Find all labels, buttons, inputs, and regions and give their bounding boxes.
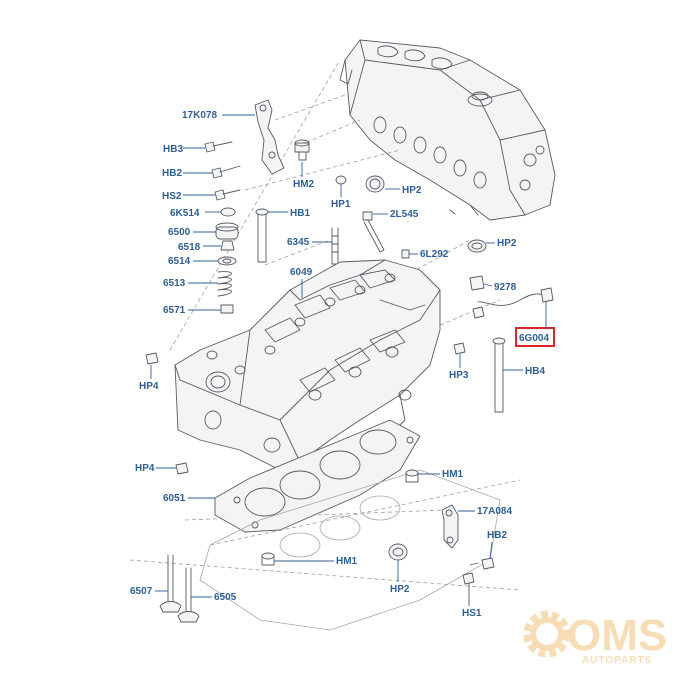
label-6k514[interactable]: 6K514 [170,208,221,219]
label-hm2[interactable]: HM2 [293,162,315,190]
svg-text:HM1: HM1 [336,556,358,567]
stud-hm2-drawing [294,139,310,161]
svg-text:6K514: 6K514 [170,208,200,219]
oms-autoparts-logo: OMS AUTOPARTS [523,610,667,666]
label-hs2[interactable]: HS2 [162,191,215,202]
svg-text:6500: 6500 [168,227,191,238]
cylinder-head-drawing [174,259,441,471]
label-hp4-top[interactable]: HP4 [139,365,159,392]
svg-text:6505: 6505 [214,592,237,603]
svg-text:6345: 6345 [287,237,310,248]
guide-lines [129,59,521,591]
svg-text:HS1: HS1 [462,608,482,619]
svg-text:HP4: HP4 [139,381,159,392]
svg-text:9278: 9278 [494,282,517,293]
engine-block-drawing [339,39,556,221]
svg-text:6049: 6049 [290,267,313,278]
dowels-and-plugs [145,352,419,566]
label-hp3[interactable]: HP3 [449,354,469,381]
bracket-17k078-drawing [254,99,285,175]
svg-text:HP1: HP1 [331,199,351,210]
svg-text:6G004: 6G004 [519,333,549,344]
svg-text:HB3: HB3 [163,144,183,155]
svg-text:6051: 6051 [163,493,186,504]
bolt-hb4 [453,337,506,413]
label-6345[interactable]: 6345 [287,237,332,248]
svg-text:6514: 6514 [168,256,191,267]
long-bolts [255,208,487,265]
label-hp1[interactable]: HP1 [331,184,351,210]
valve-train-parts [215,207,239,314]
label-6500[interactable]: 6500 [168,227,216,238]
sensor-9278-6g004 [469,275,554,319]
svg-text:HB2: HB2 [487,530,507,541]
valves-drawing [159,554,200,623]
label-hb3[interactable]: HB3 [163,144,205,155]
svg-text:6507: 6507 [130,586,153,597]
watermark-text: OMS [567,611,667,660]
label-6571[interactable]: 6571 [163,305,221,316]
label-hm1-right[interactable]: HM1 [418,469,464,480]
label-9278[interactable]: 9278 [483,282,517,293]
svg-text:HS2: HS2 [162,191,182,202]
label-hp2-low[interactable]: HP2 [390,560,410,595]
label-hb2-low[interactable]: HB2 [487,530,507,559]
svg-text:2L545: 2L545 [390,209,419,220]
svg-text:HP2: HP2 [402,185,422,196]
gear-icon [523,610,571,658]
watermark-subtext: AUTOPARTS [582,655,652,666]
block-deck-faint [199,469,501,631]
label-6l292[interactable]: 6L292 [409,249,449,260]
label-6513[interactable]: 6513 [163,278,218,289]
label-17a084[interactable]: 17A084 [458,506,512,517]
label-hp4-low[interactable]: HP4 [135,463,176,474]
label-6505[interactable]: 6505 [191,592,237,603]
svg-text:HP3: HP3 [449,370,469,381]
label-17k078[interactable]: 17K078 [182,110,255,121]
svg-text:6518: 6518 [178,242,201,253]
svg-text:HM1: HM1 [442,469,464,480]
label-6518[interactable]: 6518 [178,242,221,253]
svg-text:HM2: HM2 [293,179,315,190]
small-bolts-left [204,141,241,201]
label-6051[interactable]: 6051 [163,493,215,504]
svg-text:6571: 6571 [163,305,186,316]
label-2l545[interactable]: 2L545 [373,209,419,220]
label-6049[interactable]: 6049 [290,267,313,298]
label-hp2-mid[interactable]: HP2 [486,238,517,249]
svg-text:HP2: HP2 [390,584,410,595]
svg-text:17A084: 17A084 [477,506,512,517]
label-hp2-top[interactable]: HP2 [385,185,422,196]
label-6507[interactable]: 6507 [130,586,168,597]
svg-text:HB4: HB4 [525,366,545,377]
label-hb1[interactable]: HB1 [268,208,310,219]
svg-text:HB2: HB2 [162,168,182,179]
label-hm1-low[interactable]: HM1 [274,556,358,567]
plugs-top [335,175,385,193]
svg-text:HB1: HB1 [290,208,310,219]
bracket-17a084-drawing [388,504,495,597]
svg-text:HP4: HP4 [135,463,155,474]
svg-text:17K078: 17K078 [182,110,217,121]
svg-text:6513: 6513 [163,278,186,289]
label-hs1[interactable]: HS1 [462,596,482,619]
label-6514[interactable]: 6514 [168,256,218,267]
label-6g004-highlight[interactable]: 6G004 [515,302,555,347]
svg-text:6L292: 6L292 [420,249,449,260]
svg-text:HP2: HP2 [497,238,517,249]
label-hb4[interactable]: HB4 [503,366,545,377]
label-hb2-top[interactable]: HB2 [162,168,212,179]
